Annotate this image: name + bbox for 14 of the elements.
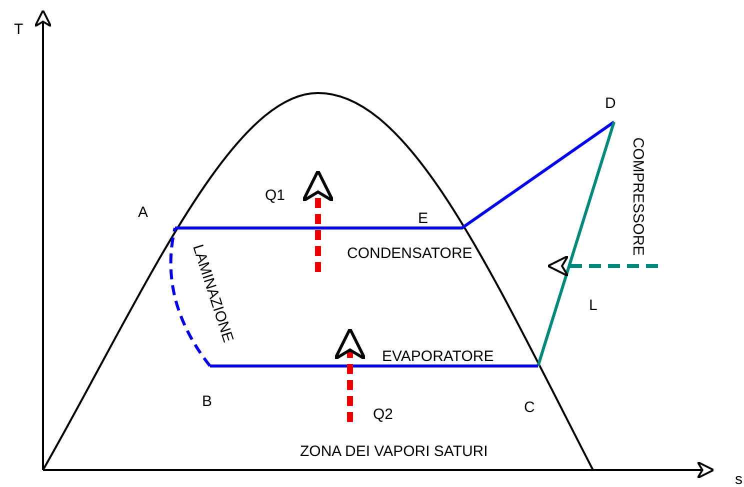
heat-label: Q2 — [373, 407, 394, 422]
point-label: E — [418, 211, 428, 226]
process-label: EVAPORATORE — [382, 349, 494, 364]
process-label: CONDENSATORE — [347, 246, 472, 261]
region-label: ZONA DEI VAPORI SATURI — [300, 444, 488, 459]
point-label: L — [589, 298, 598, 313]
component-label: COMPRESSORE — [630, 136, 646, 256]
point-label: A — [138, 205, 148, 220]
point-label: B — [202, 394, 212, 409]
axis-label: T — [14, 22, 24, 37]
heat-label: Q1 — [265, 188, 286, 203]
point-label: C — [524, 400, 535, 415]
axis-label: s — [735, 472, 742, 487]
point-label: D — [605, 96, 616, 111]
